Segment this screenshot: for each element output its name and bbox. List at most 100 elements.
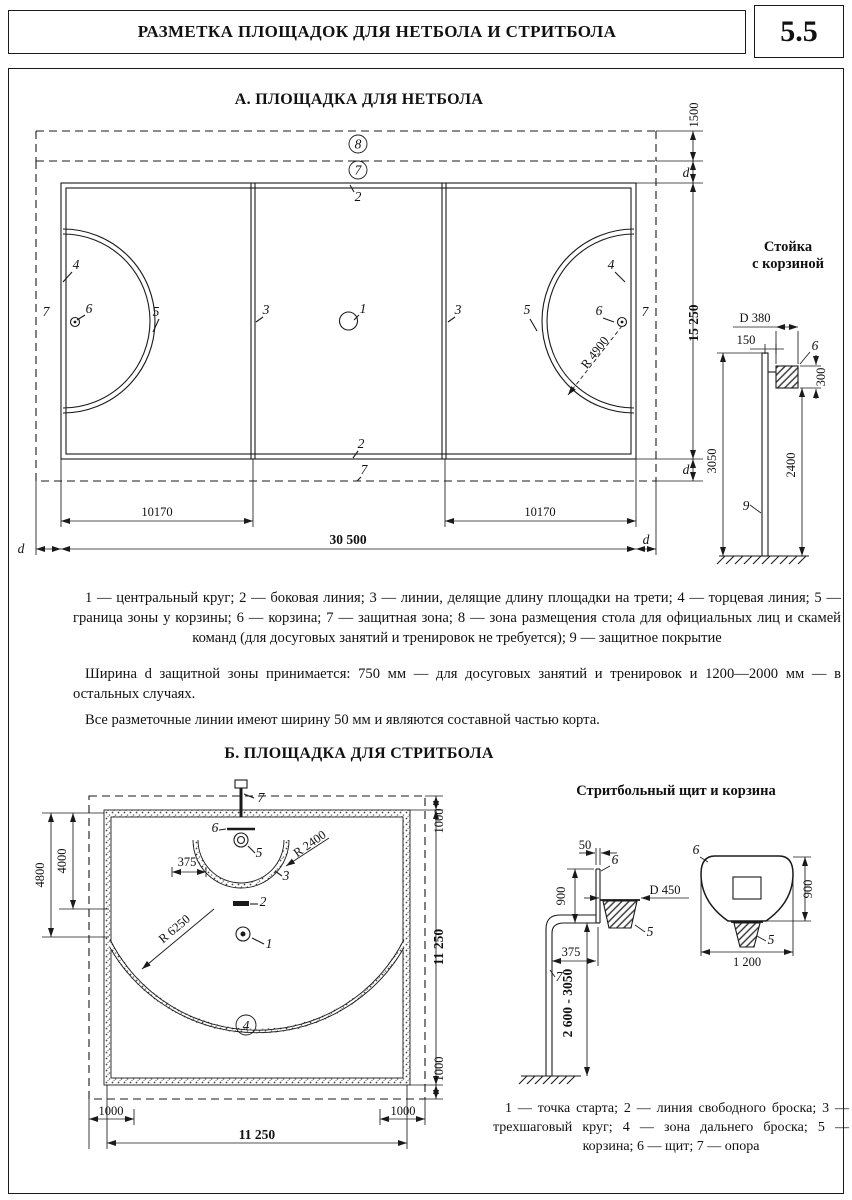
callout-protective-bottom: 7 bbox=[361, 462, 369, 477]
dim-protective-d-top: d bbox=[683, 165, 690, 180]
netball-centre-circle bbox=[338, 311, 359, 331]
callout-basket-left: 6 bbox=[86, 301, 93, 316]
dim-board-width: 1 200 bbox=[733, 955, 761, 969]
callout-basket-front: 5 bbox=[768, 932, 775, 947]
callout-third-line-left: 3 bbox=[262, 302, 270, 317]
callout-circle-7 bbox=[348, 160, 368, 180]
netball-goal-circles bbox=[62, 228, 635, 414]
dim-margin-br: 1000 bbox=[391, 1104, 416, 1118]
stand-dimension-lines bbox=[717, 324, 821, 556]
callout-centre-circle: 1 bbox=[360, 301, 367, 316]
dim-no-charge-radius: R 2400 bbox=[291, 828, 329, 860]
callout-protective-left: 7 bbox=[43, 304, 51, 319]
streetball-basket-plan bbox=[233, 832, 249, 848]
dim-basket-offset: 150 bbox=[737, 333, 756, 347]
dim-basket-height: 300 bbox=[814, 368, 828, 387]
stand-title-line1: Стойка bbox=[764, 239, 813, 255]
netball-table-zone-outline bbox=[35, 130, 657, 161]
dim-ring-height: 2400 bbox=[784, 453, 798, 478]
netball-court-outline bbox=[60, 182, 637, 460]
page-header-box: РАЗМЕТКА ПЛОЩАДОК ДЛЯ НЕТБОЛА И СТРИТБОЛ… bbox=[8, 10, 746, 54]
page-number: 5.5 bbox=[780, 14, 818, 48]
netball-note-lines: Все разметочные линии имеют ширину 50 мм… bbox=[85, 712, 600, 728]
callout-circle-4 bbox=[235, 1014, 257, 1036]
callout-three-step-circle: 3 bbox=[282, 868, 290, 883]
stand-title-line2: с корзиной bbox=[752, 256, 824, 272]
board-side-view bbox=[518, 868, 640, 1085]
dim-post-height: 3050 bbox=[705, 449, 719, 474]
callout-side-line-top: 2 bbox=[355, 189, 362, 204]
callout-board-front: 6 bbox=[693, 842, 700, 857]
callout-board-plan: 6 bbox=[212, 820, 219, 835]
callout-protective-cover: 9 bbox=[743, 498, 750, 513]
dim-court-side-right: 11 250 bbox=[431, 929, 446, 966]
board-side-dimensions bbox=[549, 848, 689, 1076]
content-frame: А. ПЛОЩАДКА ДЛЯ НЕТБОЛА bbox=[8, 68, 849, 1194]
dim-free-throw-dist: 4000 bbox=[55, 849, 69, 874]
netball-callout-leaders bbox=[62, 184, 626, 482]
streetball-three-point-arc bbox=[107, 939, 407, 1034]
board-side-ground-hatch bbox=[518, 1075, 576, 1085]
dim-court-length: 30 500 bbox=[329, 532, 366, 547]
streetball-drawing: 7 6 5 3 2 1 4 R 2400 R 6250 375 bbox=[33, 779, 815, 1149]
callout-goal-circle-left: 5 bbox=[153, 304, 160, 319]
callout-basket-plan: 5 bbox=[256, 845, 263, 860]
streetball-board-title: Стритбольный щит и корзина bbox=[576, 783, 776, 799]
callout-goal-circle-right: 5 bbox=[524, 302, 531, 317]
callout-protective-zone-top: 7 bbox=[355, 163, 363, 178]
page-number-box: 5.5 bbox=[754, 5, 844, 58]
dim-three-point-radius: R 6250 bbox=[156, 912, 193, 946]
dim-ring-diameter: D 450 bbox=[650, 883, 681, 897]
streetball-dimension-lines bbox=[42, 795, 443, 1149]
streetball-free-throw-mark bbox=[233, 901, 249, 906]
dim-court-side-bottom: 11 250 bbox=[239, 1127, 276, 1142]
dim-board-thickness: 50 bbox=[579, 838, 592, 852]
stand-ground-hatch bbox=[716, 555, 807, 565]
dim-margin-top: 1000 bbox=[432, 809, 446, 834]
no-charge-radius-leader bbox=[285, 837, 330, 867]
dim-post-height-range: 2 600 - 3050 bbox=[560, 968, 575, 1037]
netball-protective-zone-outline bbox=[35, 160, 657, 482]
dim-d-bottom-left: d bbox=[18, 541, 25, 556]
callout-post-side: 7 bbox=[556, 969, 564, 984]
callout-table-zone: 8 bbox=[355, 137, 362, 152]
callout-free-throw-line: 2 bbox=[260, 894, 267, 909]
netball-drawing: R 4900 8 7 2 4 7 6 5 bbox=[18, 103, 828, 565]
callout-start-point: 1 bbox=[266, 936, 273, 951]
board-front-dimensions bbox=[699, 856, 811, 956]
dim-margin-bottom-right: 1000 bbox=[432, 1057, 446, 1082]
netball-dimension-lines bbox=[35, 130, 703, 555]
dim-basket-diameter: D 380 bbox=[740, 311, 771, 325]
callout-post-plan: 7 bbox=[258, 790, 266, 805]
dim-board-offset-plan: 375 bbox=[178, 855, 197, 869]
dim-d-bottom-right: d bbox=[643, 532, 650, 547]
streetball-legend: 1 — точка старта; 2 — линия свободного б… bbox=[493, 1101, 849, 1155]
callout-side-line-bottom: 2 bbox=[358, 436, 365, 451]
dim-protective-d-bottom: d bbox=[683, 462, 690, 477]
goal-circle-radius-leader bbox=[567, 325, 623, 396]
dim-table-zone-depth: 1500 bbox=[687, 103, 701, 128]
netball-legend: 1 — центральный круг; 2 — боковая линия;… bbox=[73, 590, 841, 646]
stand-drawing bbox=[716, 352, 809, 565]
dim-court-width: 15 250 bbox=[686, 304, 701, 341]
streetball-zone-outline bbox=[88, 795, 426, 1100]
dim-board-height-front: 900 bbox=[801, 880, 815, 899]
callout-end-line-left: 4 bbox=[73, 257, 80, 272]
callout-circle-8 bbox=[348, 134, 368, 154]
callout-third-line-right: 3 bbox=[454, 302, 462, 317]
page-title: РАЗМЕТКА ПЛОЩАДОК ДЛЯ НЕТБОЛА И СТРИТБОЛ… bbox=[137, 22, 617, 41]
dim-goal-circle-radius: R 4900 bbox=[578, 334, 611, 371]
three-point-radius-leader bbox=[141, 908, 215, 970]
section-b-title: Б. ПЛОЩАДКА ДЛЯ СТРИТБОЛА bbox=[224, 745, 494, 762]
callout-protective-right: 7 bbox=[642, 304, 650, 319]
dim-board-height-side: 900 bbox=[554, 887, 568, 906]
callout-end-line-right: 4 bbox=[608, 257, 615, 272]
callout-stand-basket: 6 bbox=[812, 338, 819, 353]
dim-third-right: 10170 bbox=[524, 505, 555, 519]
callout-board-side: 6 bbox=[612, 852, 619, 867]
section-a-title: А. ПЛОЩАДКА ДЛЯ НЕТБОЛА bbox=[234, 91, 484, 108]
dim-ring-offset: 375 bbox=[562, 945, 581, 959]
callout-far-zone: 4 bbox=[243, 1018, 250, 1033]
dim-third-left: 10170 bbox=[141, 505, 172, 519]
